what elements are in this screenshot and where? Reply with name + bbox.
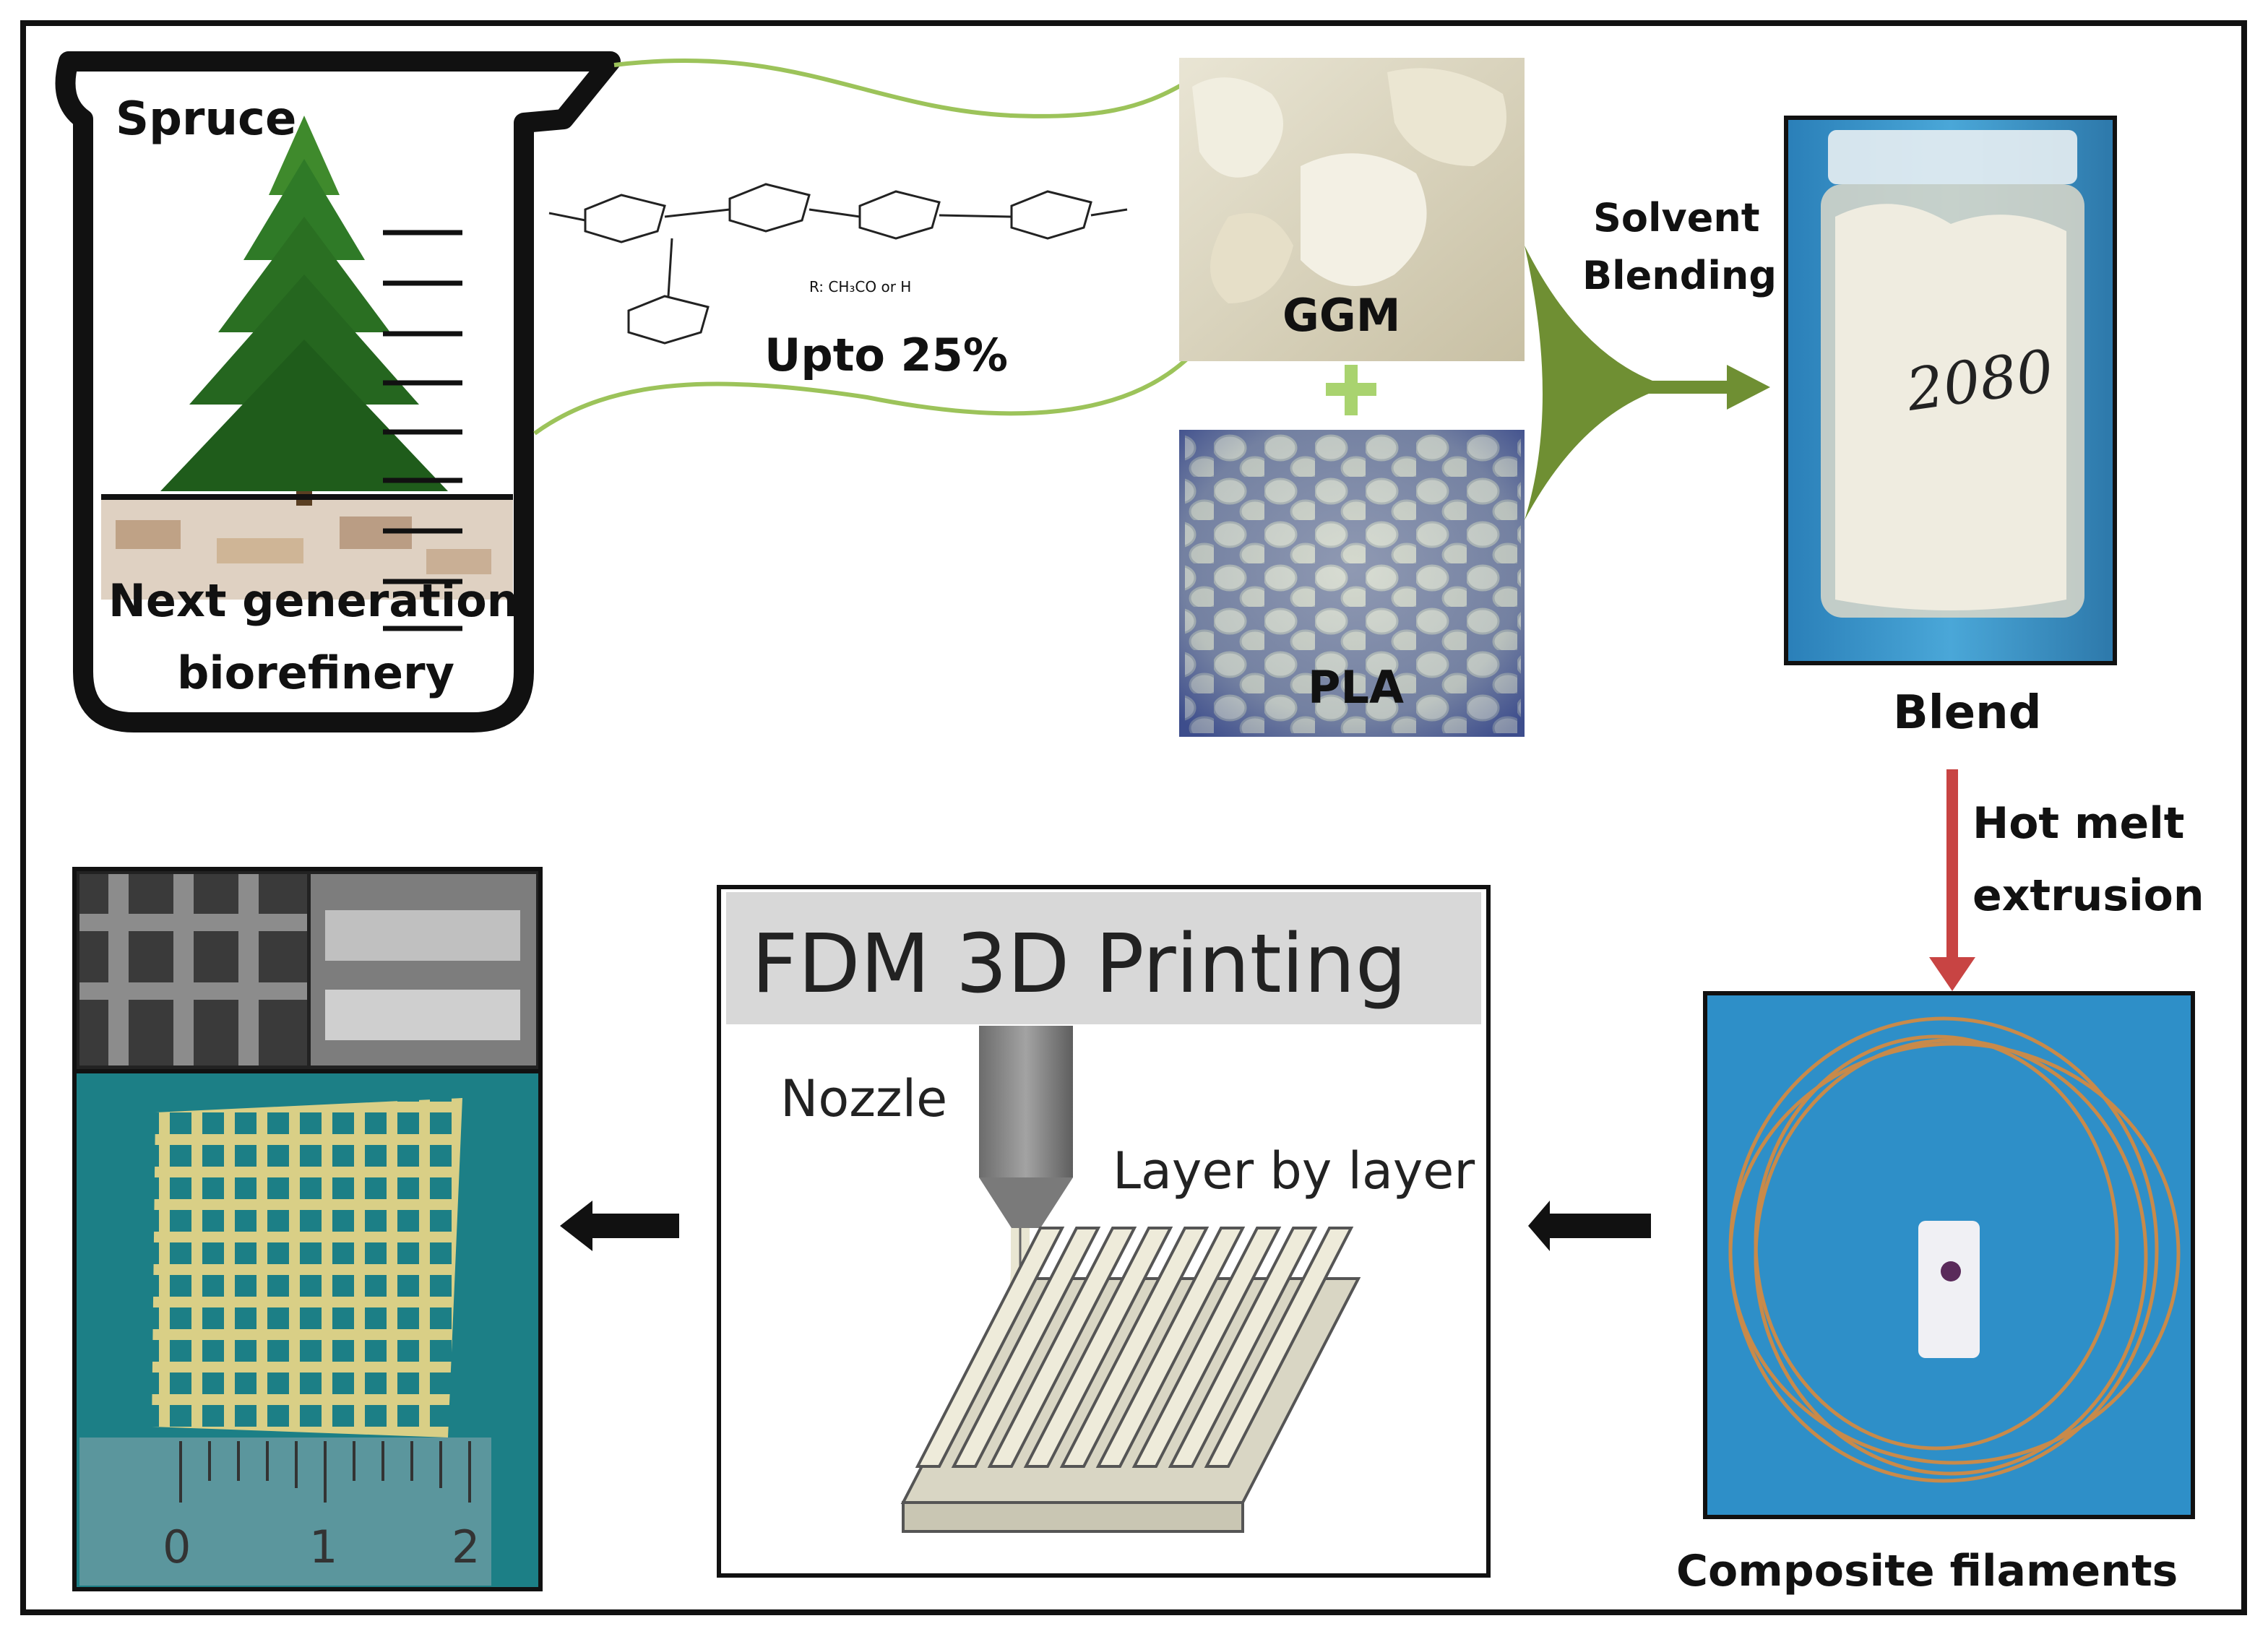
beaker	[55, 51, 621, 732]
nozzle-label: Nozzle	[780, 1069, 948, 1128]
scaffold-photo	[72, 1069, 543, 1591]
hme-label-line2: extrusion	[1972, 870, 2204, 921]
ruler-tick-1: 1	[309, 1521, 338, 1573]
fdm-title: FDM 3D Printing	[751, 917, 1407, 1011]
pla-label: PLA	[1308, 661, 1404, 714]
ruler-tick-0: 0	[163, 1521, 191, 1573]
ggm-label: GGM	[1282, 289, 1401, 342]
composite-filaments-photo	[1703, 991, 2195, 1519]
chem-r-label: R: CH₃CO or H	[809, 278, 912, 295]
left-arrow-right	[1528, 1201, 1651, 1251]
graduation-marks	[383, 230, 462, 631]
ggm-photo	[1179, 58, 1525, 361]
outer-border	[20, 20, 2247, 1615]
spruce-tree-icon	[160, 116, 448, 506]
biorefinery-label-line1: Next generation	[108, 574, 519, 627]
solvent-label-line1: Solvent	[1593, 195, 1760, 241]
fdm-box	[717, 885, 1491, 1578]
plus-icon	[1326, 365, 1376, 415]
blend-label: Blend	[1893, 686, 2042, 740]
composite-label: Composite filaments	[1676, 1546, 2178, 1596]
hot-melt-arrow	[1929, 769, 1975, 991]
layer-label: Layer by layer	[1113, 1141, 1475, 1201]
hme-label-line1: Hot melt	[1972, 798, 2185, 849]
ggm-chemical-structure	[548, 183, 1128, 345]
blend-jar-photo: 2080	[1784, 116, 2117, 665]
ruler	[79, 1438, 491, 1586]
pla-photo	[1179, 430, 1525, 737]
green-curve-top	[613, 58, 1186, 118]
spruce-label: Spruce	[116, 92, 297, 146]
left-arrow-left	[560, 1201, 679, 1251]
solvent-blending-arrow	[1525, 246, 1770, 520]
printed-layers-icon	[900, 1227, 1361, 1533]
scaffold-sem-images	[72, 867, 543, 1073]
solvent-label-line2: Blending	[1582, 253, 1777, 298]
green-curve-bottom	[533, 352, 1194, 436]
upto-label: Upto 25%	[764, 329, 1008, 381]
ruler-tick-2: 2	[452, 1521, 480, 1573]
biorefinery-label-line2: biorefinery	[177, 647, 454, 699]
